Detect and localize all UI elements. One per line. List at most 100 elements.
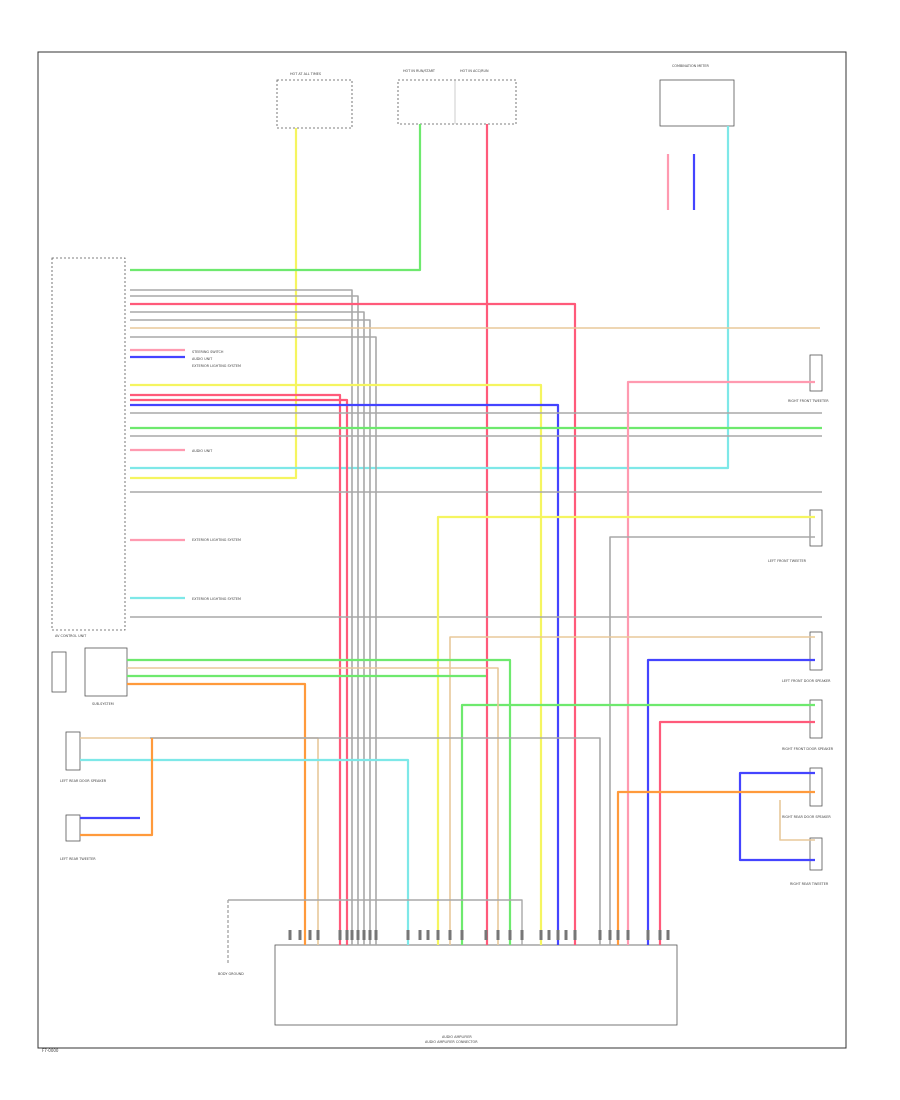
amplifier-pin (406, 930, 410, 940)
wire-pink-tw-rf (626, 380, 815, 945)
footer-code: F7-0000 (42, 1048, 59, 1053)
right-front-tweeter-label: RIGHT FRONT TWEETER (788, 399, 829, 403)
amplifier-pin (658, 930, 662, 940)
fuse-block: HOT IN RUN/START HOT IN ACC/RUN (397, 69, 517, 125)
amplifier-pin (508, 930, 512, 940)
left-rear-door-speaker-label: LEFT REAR DOOR SPEAKER (60, 779, 107, 783)
diagram-frame (37, 51, 847, 1049)
left-front-door-speaker-label: LEFT FRONT DOOR SPEAKER (782, 679, 831, 683)
amplifier-pin (362, 930, 366, 940)
wire-tan-lrd (80, 737, 319, 945)
left-rear-tweeter-label: LEFT REAR TWEETER (60, 857, 96, 861)
right-rear-tweeter-label: RIGHT REAR TWEETER (790, 882, 829, 886)
wire-green-fuse (130, 124, 422, 272)
amplifier-pin (564, 930, 568, 940)
left-front-door-speaker: LEFT FRONT DOOR SPEAKER (782, 631, 831, 683)
amplifier-pin (308, 930, 312, 940)
amplifier-pin (598, 930, 602, 940)
right-rear-tweeter: RIGHT REAR TWEETER (790, 837, 829, 886)
amplifier-pin (368, 930, 372, 940)
wire-red-rfd (658, 720, 815, 945)
body-ground: BODY GROUND (218, 900, 244, 976)
right-front-door-speaker: RIGHT FRONT DOOR SPEAKER (782, 699, 834, 751)
av-control-unit: AV CONTROL UNIT (51, 257, 126, 638)
wire-group (80, 124, 822, 945)
wire-tan-rrd (779, 800, 815, 841)
amplifier-pin (338, 930, 342, 940)
amplifier-pin (608, 930, 612, 940)
amplifier-pin (484, 930, 488, 940)
amplifier-pin (374, 930, 378, 940)
amplifier-pin (496, 930, 500, 940)
amplifier-pin (298, 930, 302, 940)
wire-cyan-meter (130, 126, 730, 470)
note-audio-unit-a: AUDIO UNIT (192, 357, 213, 361)
wire-orange-lrt (80, 738, 154, 837)
left-rear-tweeter: LEFT REAR TWEETER (60, 814, 96, 861)
amplifier-pin (646, 930, 650, 940)
wire-blue-rrd (738, 771, 815, 862)
wire-red-1 (130, 302, 577, 945)
note-steering-switch: STEERING SWITCH (192, 350, 224, 354)
audio-amplifier: AUDIO AMPLIFIER AUDIO AMPLIFIER CONNECTO… (274, 944, 678, 1044)
wire-gray-4 (130, 319, 371, 945)
right-rear-door-speaker-label: RIGHT REAR DOOR SPEAKER (782, 815, 831, 819)
wire-red-2 (130, 393, 342, 945)
wire-yellow-fuse (130, 128, 298, 480)
amplifier-pin-group (288, 930, 670, 940)
wire-green-sub (127, 658, 512, 945)
wire-blue-1 (130, 403, 560, 945)
av-control-unit-label: AV CONTROL UNIT (55, 634, 87, 638)
amplifier-pin (539, 930, 543, 940)
left-front-tweeter-label: LEFT FRONT TWEETER (768, 559, 807, 563)
wire-yellow-2 (130, 383, 543, 945)
note-exterior-lighting-b: EXTERIOR LIGHTING SYSTEM (192, 538, 241, 542)
amplifier-pin (316, 930, 320, 940)
wire-orange-sub (127, 682, 307, 945)
amplifier-pin (448, 930, 452, 940)
wire-gray-tw-lf (609, 536, 815, 945)
combination-meter-label: COMBINATION METER (672, 64, 710, 68)
right-rear-door-speaker: RIGHT REAR DOOR SPEAKER (782, 767, 831, 819)
amplifier-pin (520, 930, 524, 940)
amplifier-pin (616, 930, 620, 940)
note-exterior-lighting-c: EXTERIOR LIGHTING SYSTEM (192, 597, 241, 601)
wire-tan-sub (127, 667, 499, 945)
wire-red-3 (130, 398, 349, 945)
note-exterior-lighting-a: EXTERIOR LIGHTING SYSTEM (192, 364, 241, 368)
body-ground-label: BODY GROUND (218, 972, 244, 976)
wire-yellow-tw-lf (436, 515, 815, 945)
wire-green-rfd (460, 703, 815, 945)
left-front-tweeter: LEFT FRONT TWEETER (768, 509, 823, 563)
fuse-hot-at-all-times: HOT AT ALL TIMES (276, 72, 353, 129)
fuse-run-label: HOT IN RUN/START (403, 69, 436, 73)
right-front-door-speaker-label: RIGHT FRONT DOOR SPEAKER (782, 747, 834, 751)
wire-cyan-lrd (80, 758, 410, 945)
amplifier-pin (460, 930, 464, 940)
amplifier-pin (426, 930, 430, 940)
amplifier-pin (436, 930, 440, 940)
wire-blue-lfd (646, 658, 815, 945)
amplifier-pin (666, 930, 670, 940)
wire-gray-2 (130, 295, 359, 945)
sub-system-label: SUB-SYSTEM (92, 702, 114, 706)
amplifier-pin (556, 930, 560, 940)
amplifier-pin (345, 930, 349, 940)
fuse-hot-label: HOT AT ALL TIMES (290, 72, 321, 76)
wire-gray-5 (130, 336, 377, 945)
fuse-acc-label: HOT IN ACC/RUN (460, 69, 489, 73)
amplifier-pin (356, 930, 360, 940)
wire-gray-1 (130, 289, 353, 945)
audio-amplifier-connector-label: AUDIO AMPLIFIER CONNECTOR (425, 1040, 478, 1044)
right-front-tweeter: RIGHT FRONT TWEETER (788, 354, 829, 403)
amplifier-pin (547, 930, 551, 940)
combination-meter: COMBINATION METER (659, 64, 735, 127)
left-rear-door-speaker: LEFT REAR DOOR SPEAKER (60, 731, 107, 783)
wire-gray-lrd (150, 737, 601, 945)
amplifier-pin (573, 930, 577, 940)
wire-gray-3 (130, 311, 365, 945)
wire-tan-lfd (449, 636, 815, 945)
audio-amplifier-label: AUDIO AMPLIFIER (442, 1035, 472, 1039)
wire-orange-rrd (616, 790, 815, 945)
